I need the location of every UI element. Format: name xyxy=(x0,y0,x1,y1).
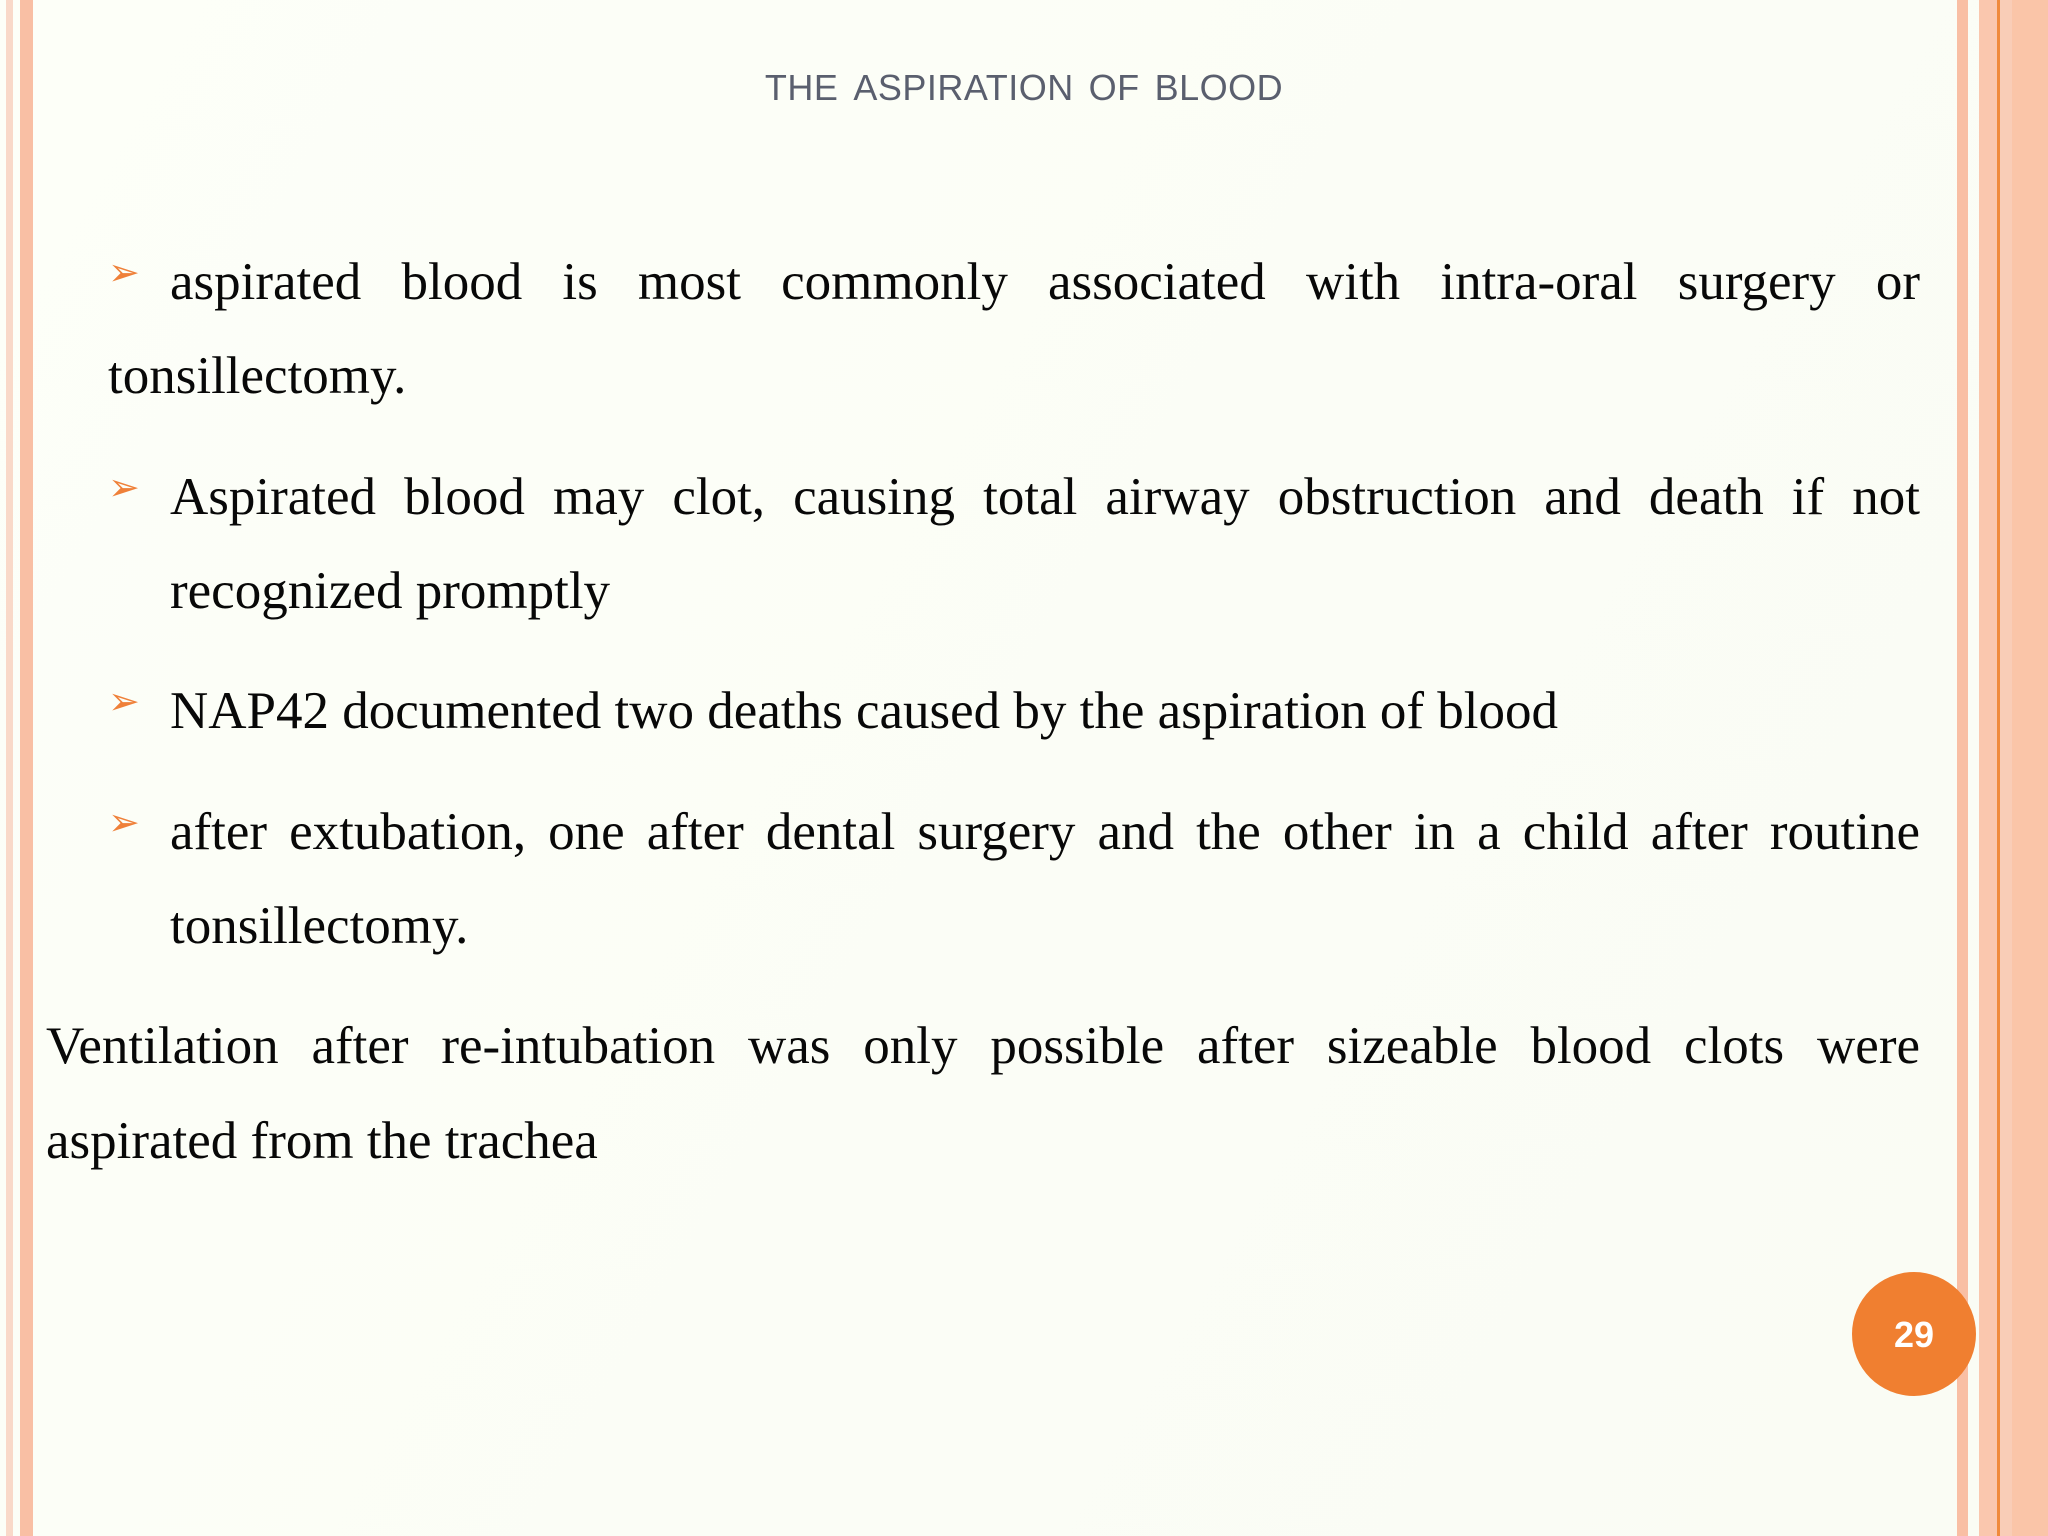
bullet-arrow-icon: ➢ xyxy=(108,464,140,509)
right-stripe-2 xyxy=(1979,0,1997,1536)
bullet-arrow-icon: ➢ xyxy=(108,799,140,844)
left-stripe-2 xyxy=(20,0,33,1536)
page-title: The aspiration of blood xyxy=(764,54,1284,112)
bullet-arrow-icon: ➢ xyxy=(108,679,140,724)
bullet-item-4-text: after extubation, one after dental surge… xyxy=(170,802,1920,955)
slide-body: ➢ aspirated blood is most commonly assoc… xyxy=(46,235,1920,1536)
title-bar: The aspiration of blood xyxy=(0,28,2048,138)
right-stripe-5 xyxy=(2012,0,2048,1536)
left-stripe-1 xyxy=(6,0,13,1536)
page-number-badge: 29 xyxy=(1852,1272,1976,1396)
closing-paragraph-text: Ventilation after re-intubation was only… xyxy=(46,1017,1920,1170)
bullet-item-3: ➢ NAP42 documented two deaths caused by … xyxy=(108,664,1920,758)
bullet-item-1: ➢ aspirated blood is most commonly assoc… xyxy=(108,235,1920,424)
bullet-item-1-text: aspirated blood is most commonly associa… xyxy=(108,253,1920,406)
page-number-label: 29 xyxy=(1893,1314,1935,1355)
closing-paragraph: Ventilation after re-intubation was only… xyxy=(46,999,1920,1188)
bullet-item-2-text: Aspirated blood may clot, causing total … xyxy=(170,467,1920,620)
bullet-item-3-text: NAP42 documented two deaths caused by th… xyxy=(170,682,1559,741)
bullet-item-4: ➢ after extubation, one after dental sur… xyxy=(108,785,1920,974)
right-stripe-4 xyxy=(2000,0,2012,1536)
right-stripe-3 xyxy=(1997,0,2000,1536)
bullet-arrow-icon: ➢ xyxy=(108,250,140,294)
bullet-item-2: ➢ Aspirated blood may clot, causing tota… xyxy=(108,450,1920,639)
